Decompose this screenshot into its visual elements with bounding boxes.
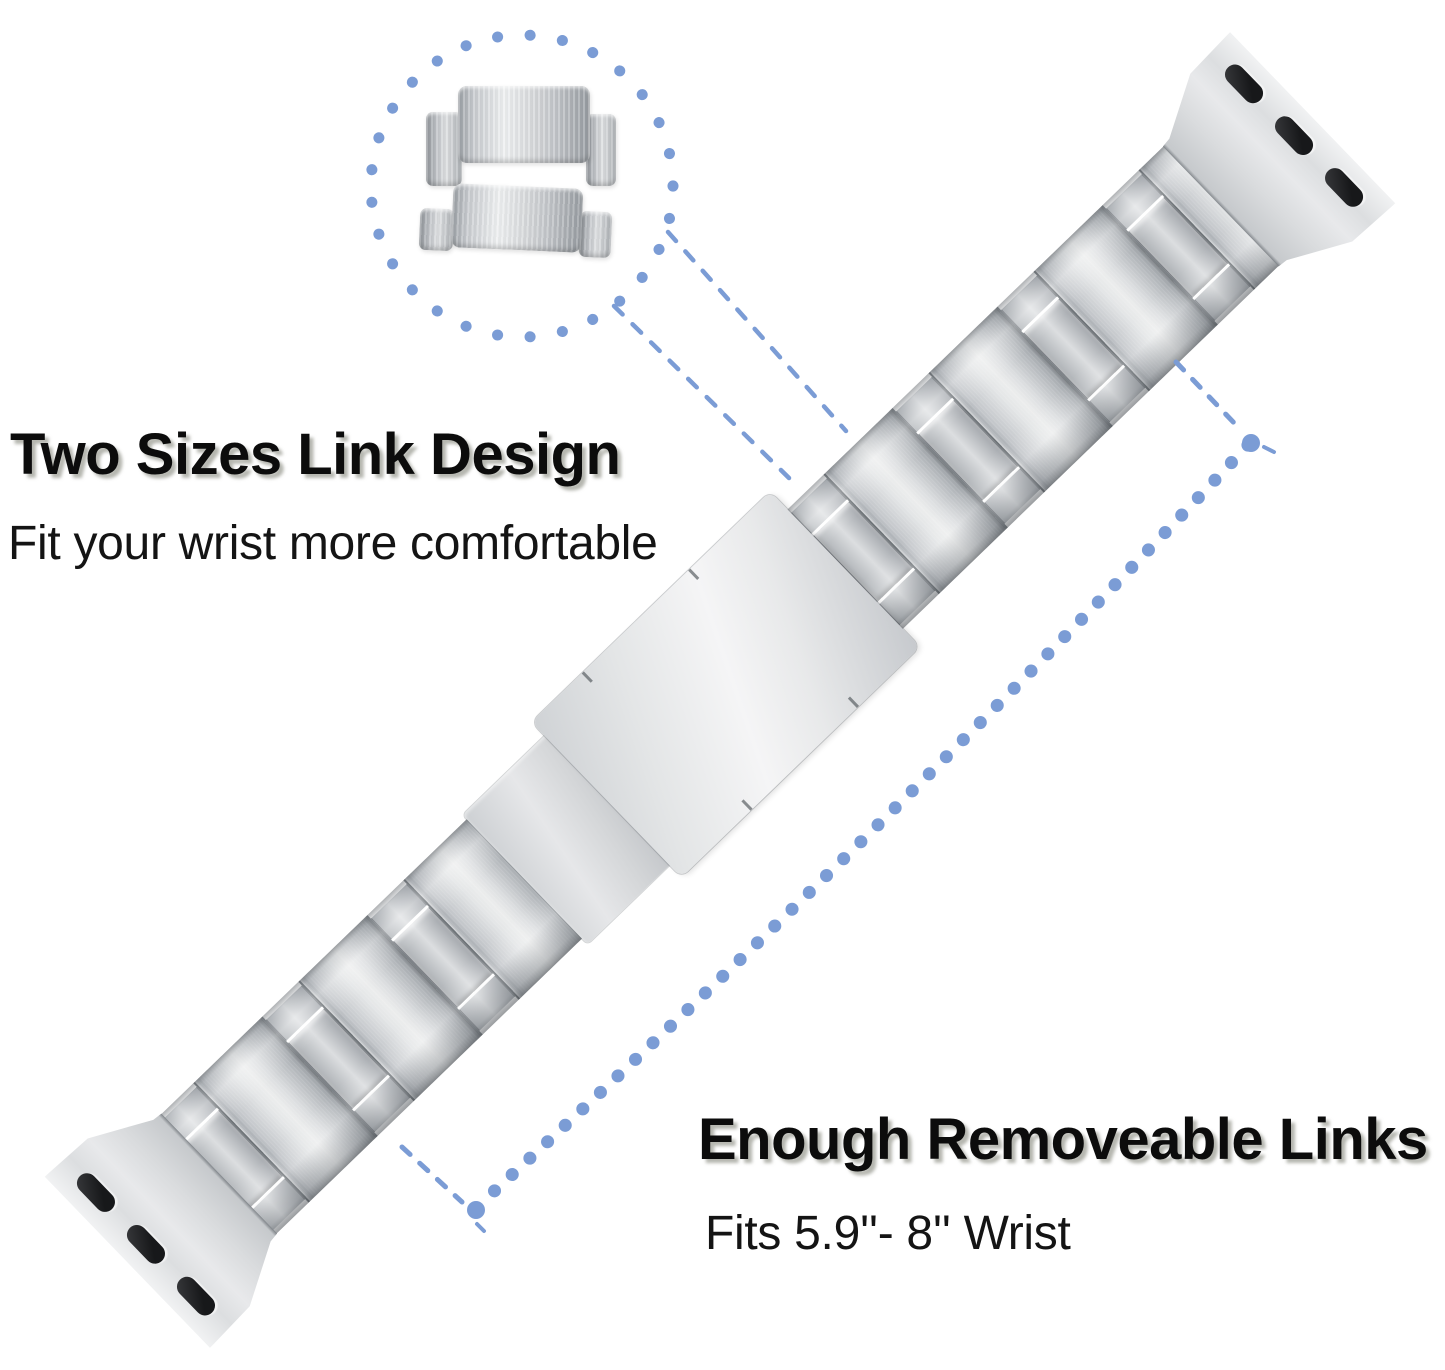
adapter-slot (173, 1273, 219, 1320)
removable-links-title: Enough Removeable Links (698, 1107, 1428, 1172)
adapter-slot (1271, 112, 1317, 159)
link-body (450, 183, 584, 253)
link-connector-left (418, 207, 455, 252)
arc-connector-bottom (399, 1144, 465, 1205)
arc-endpoint-dot-top (1242, 434, 1260, 452)
link-connector-left (426, 112, 462, 186)
arc-connector-top (1173, 359, 1240, 429)
removable-links-subtitle: Fits 5.9''- 8'' Wrist (705, 1207, 1071, 1260)
adapter-slot (73, 1169, 119, 1216)
clasp-notch (741, 799, 753, 811)
adapter-slot (123, 1221, 169, 1268)
two-sizes-subtitle: Fit your wrist more comfortable (8, 517, 658, 570)
clasp-notch (581, 671, 593, 683)
arc-endpoint-dot-bottom (467, 1201, 485, 1219)
link-connector-right (586, 114, 616, 186)
adapter-slot (1221, 60, 1267, 107)
arc-terminal-dash-bottom (475, 1222, 486, 1233)
callout-dashed-line-lower (611, 303, 792, 481)
clasp-notch (847, 696, 860, 708)
callout-dashed-line-upper (665, 229, 849, 434)
band-small-link-row (1313, 60, 1368, 122)
link-connector-right (578, 210, 613, 259)
magnified-small-link (418, 180, 614, 260)
band-wide-link (1348, 60, 1368, 88)
arc-terminal-dash-top (1262, 445, 1276, 454)
magnified-large-link (424, 86, 616, 190)
link-body (458, 86, 590, 163)
adapter-slot (1321, 164, 1367, 211)
band-center-link (1338, 60, 1368, 96)
two-sizes-title: Two Sizes Link Design (10, 422, 621, 487)
clasp-notch (688, 568, 700, 580)
